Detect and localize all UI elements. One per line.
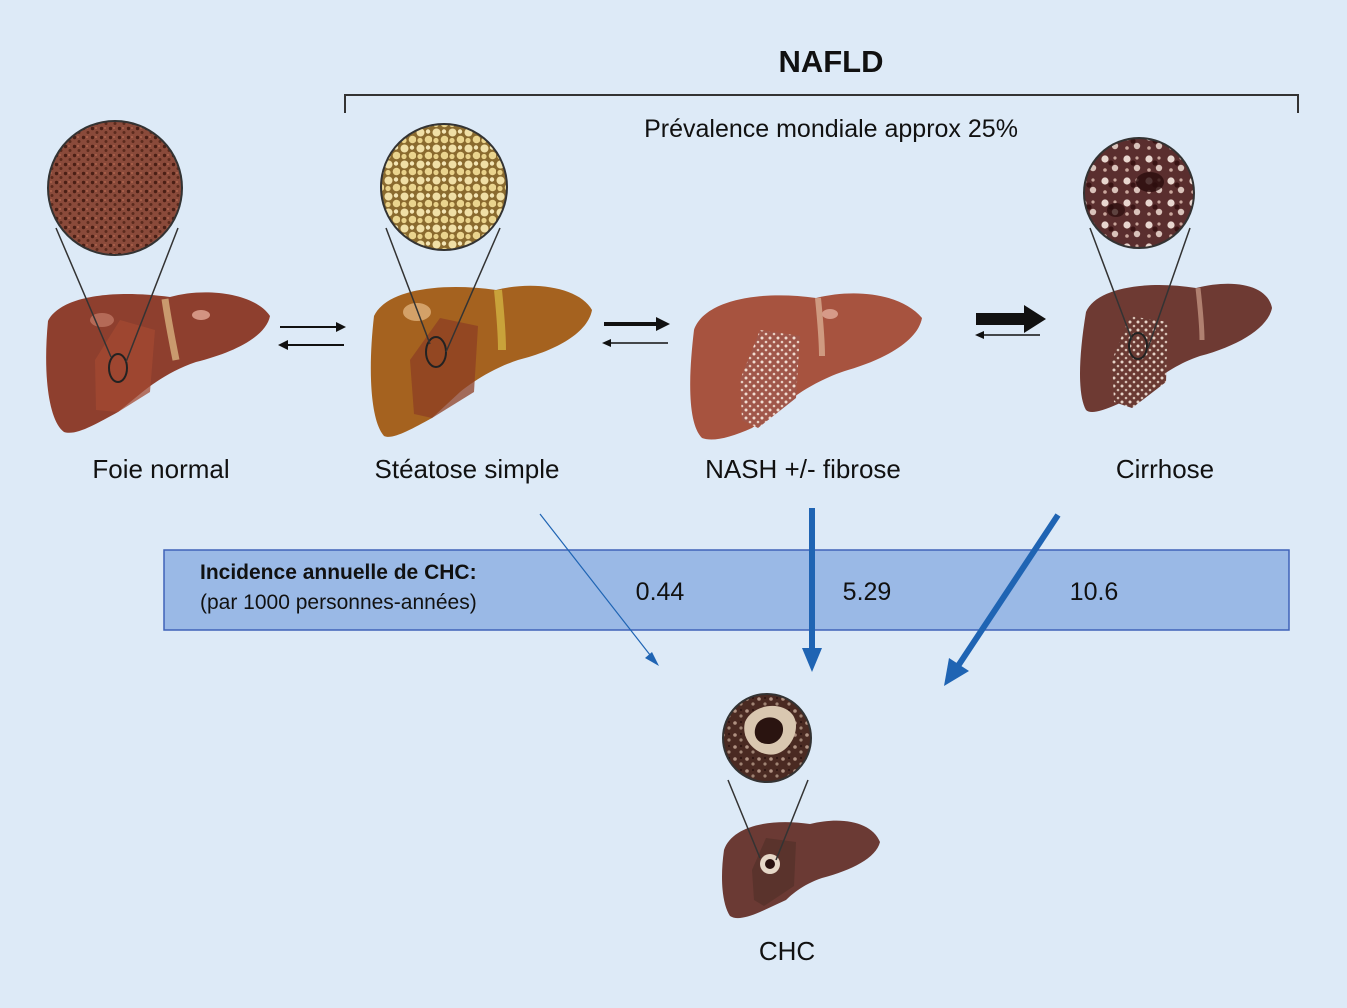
incidence-value-nash: 5.29 bbox=[842, 578, 892, 606]
flow-arrow-cirrhosis-to-chc bbox=[944, 513, 1061, 686]
cirrhosis-liver-illustration bbox=[1080, 137, 1272, 412]
steatosis-liver-illustration bbox=[370, 123, 592, 437]
arrow-steatosis-to-nash bbox=[602, 317, 670, 347]
stage-label-normal: Foie normal bbox=[92, 454, 230, 484]
diagram-title: NAFLD bbox=[778, 44, 884, 79]
normal-liver-illustration bbox=[46, 120, 271, 433]
incidence-band bbox=[163, 549, 1290, 631]
prevalence-label: Prévalence mondiale approx 25% bbox=[644, 115, 1018, 143]
incidence-subtitle: (par 1000 personnes-années) bbox=[200, 591, 477, 614]
stage-label-cirrhosis: Cirrhose bbox=[1115, 454, 1215, 484]
stage-label-nash: NASH +/- fibrose bbox=[705, 454, 901, 484]
hcc-liver-illustration bbox=[722, 693, 880, 919]
nafld-bracket bbox=[344, 94, 1299, 113]
arrow-normal-to-steatosis bbox=[278, 322, 346, 350]
stage-label-steatosis: Stéatose simple bbox=[374, 454, 560, 484]
incidence-value-cirrhosis: 10.6 bbox=[1069, 578, 1119, 606]
incidence-title: Incidence annuelle de CHC: bbox=[200, 561, 477, 584]
incidence-value-steatosis: 0.44 bbox=[635, 578, 685, 606]
flow-arrow-steatosis-to-chc bbox=[539, 513, 659, 666]
nash-liver-illustration bbox=[690, 293, 922, 440]
outcome-label-chc: CHC bbox=[758, 936, 816, 966]
arrow-nash-to-cirrhosis bbox=[975, 305, 1046, 339]
flow-arrow-nash-to-chc bbox=[802, 508, 822, 672]
